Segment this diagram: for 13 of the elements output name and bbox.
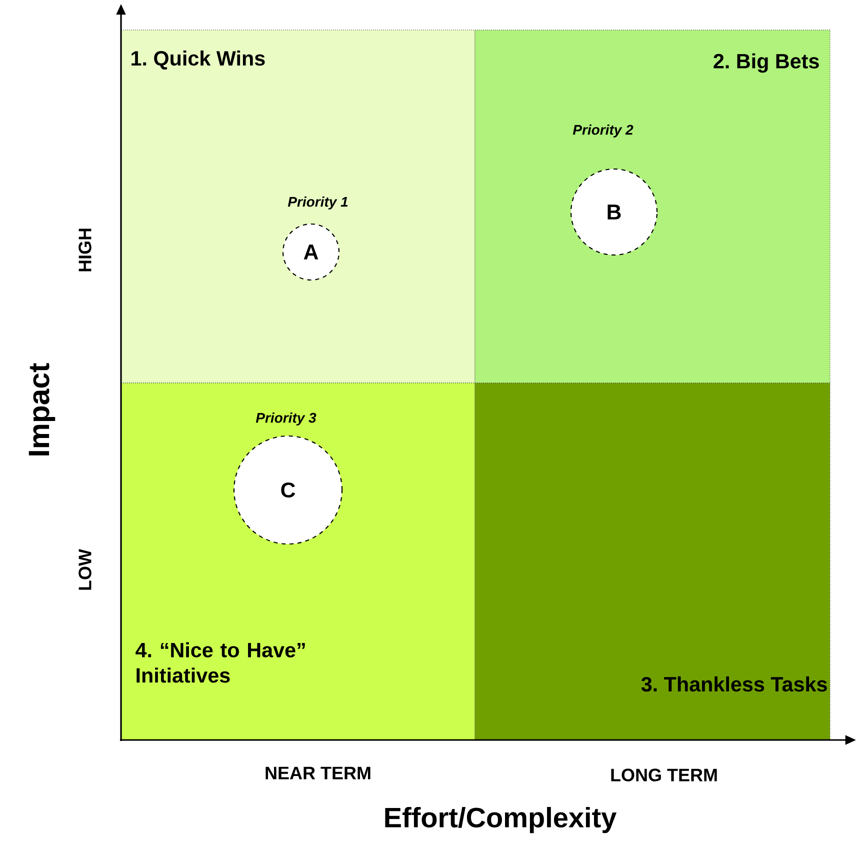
quadrant-title: 4. “Nice to Have” Initiatives bbox=[136, 642, 305, 683]
axis-label: HIGH bbox=[78, 228, 92, 272]
axis-label: LOW bbox=[78, 549, 92, 590]
quadrant-title: 2. Big Bets bbox=[714, 53, 819, 73]
axis-label: NEAR TERM bbox=[266, 766, 370, 780]
priority-label: Priority 1 bbox=[288, 196, 348, 210]
priority-label: Priority 2 bbox=[572, 124, 634, 138]
axis-label: Impact bbox=[28, 363, 56, 456]
quadrant-title: 1. Quick Wins bbox=[132, 50, 265, 70]
axis-label: Effort/Complexity bbox=[385, 806, 617, 834]
priority-label: Priority 3 bbox=[256, 412, 316, 426]
quadrant-title: 3. Thankless Tasks bbox=[641, 676, 827, 692]
axis-label: LONG TERM bbox=[611, 768, 717, 782]
